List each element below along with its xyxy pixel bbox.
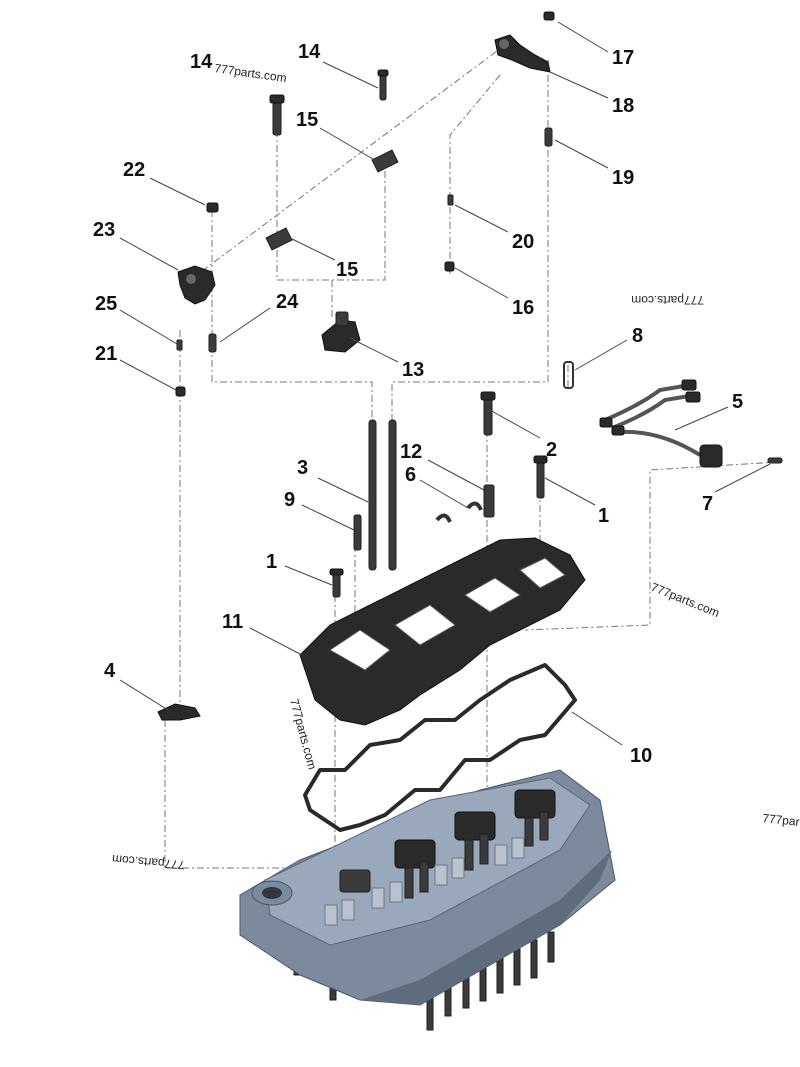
callout-14-right: 14	[298, 41, 321, 63]
pin-20	[447, 194, 454, 206]
callout-23: 23	[93, 219, 115, 241]
bolt-14-left	[269, 94, 285, 136]
pin-24	[208, 333, 217, 353]
sleeve-12	[483, 484, 495, 518]
callout-11: 11	[222, 611, 243, 633]
seal-8	[563, 361, 574, 389]
stud-9	[353, 514, 362, 551]
callout-5: 5	[732, 391, 743, 413]
bolt-14-right	[377, 69, 389, 101]
bolt-1-left	[329, 568, 344, 598]
pin-25	[176, 339, 183, 351]
callout-20: 20	[512, 231, 534, 253]
valve-springs	[324, 837, 525, 926]
rocker-arm-23	[177, 265, 216, 305]
callout-15-upper: 15	[296, 109, 318, 131]
callout-21: 21	[95, 343, 117, 365]
callout-24: 24	[276, 291, 299, 313]
callout-3: 3	[297, 457, 308, 479]
callout-8: 8	[632, 325, 643, 347]
cap-22	[206, 202, 219, 213]
callout-6: 6	[405, 464, 416, 486]
pin-19	[544, 127, 553, 147]
callout-12: 12	[400, 441, 422, 463]
callout-9: 9	[284, 489, 295, 511]
bracket-13	[321, 311, 361, 353]
watermark-vertical: 777parts.com	[287, 697, 319, 771]
assembly-lines	[164, 44, 779, 870]
watermark-right-upside-down: 777parts.com	[631, 293, 704, 307]
callout-19: 19	[612, 167, 634, 189]
spacer-15-lower	[265, 227, 293, 251]
rocker-assembly	[339, 789, 556, 899]
clips-6	[435, 501, 483, 523]
callout-15-lower: 15	[336, 259, 358, 281]
watermark-middle-right: 777parts.com	[649, 580, 722, 620]
callout-10: 10	[630, 745, 652, 767]
valve-cover-gasket	[303, 663, 577, 832]
wiring-harness-5	[599, 379, 723, 468]
cap-17	[543, 11, 555, 21]
callout-7: 7	[702, 493, 713, 515]
watermark-right-edge: 777par	[762, 811, 800, 829]
callout-18: 18	[612, 95, 634, 117]
callout-14-left: 14	[190, 51, 213, 73]
rocker-housing	[299, 537, 586, 726]
callout-labels: 14 14 15 15 17 18 19 20 16 22 23 25 24 2…	[93, 41, 743, 767]
callout-1-right: 1	[598, 505, 609, 527]
bolt-1-right	[533, 455, 548, 499]
callout-13: 13	[402, 359, 424, 381]
cylinder-head	[239, 769, 616, 1031]
bolt-7	[767, 457, 783, 464]
nut-16	[444, 261, 455, 272]
callout-17: 17	[612, 47, 634, 69]
callout-2: 2	[546, 439, 557, 461]
callout-1-left: 1	[266, 551, 277, 573]
spacer-15-upper	[371, 149, 399, 173]
bolt-2	[480, 391, 496, 436]
callout-22: 22	[123, 159, 145, 181]
bracket-4	[157, 703, 201, 721]
watermark-top-left: 777parts.com	[214, 61, 288, 85]
nut-21	[175, 386, 186, 397]
callout-16: 16	[512, 297, 534, 319]
rocker-arm-18	[494, 34, 551, 73]
watermark-bottom-left-upside-down: 777parts.com	[111, 852, 185, 872]
callout-4: 4	[104, 660, 116, 682]
pushrods	[368, 419, 397, 571]
leader-lines	[119, 21, 771, 746]
callout-25: 25	[95, 293, 117, 315]
